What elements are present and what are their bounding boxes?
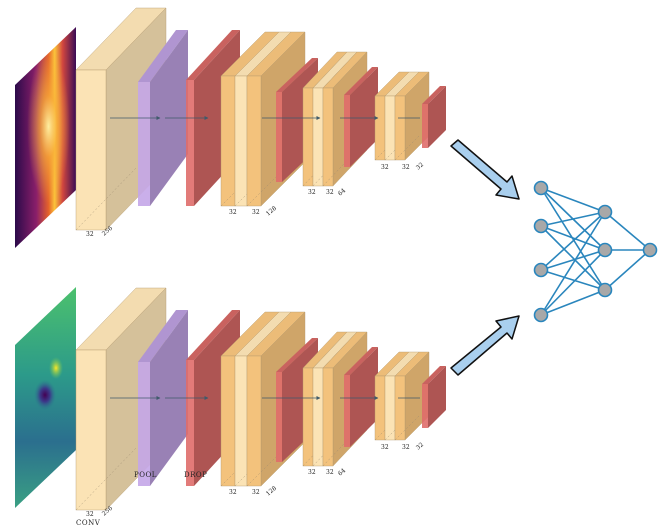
legend-pool-label: POOL [134, 471, 157, 479]
block1-dim-c: 128 [265, 485, 278, 498]
legend-conv-label: CONV [76, 519, 101, 527]
block1-dim-a: 32 [229, 489, 237, 496]
node-l0-1 [533, 218, 549, 234]
block2-dim-c: 64 [337, 187, 347, 197]
block3-dim-c: 32 [415, 441, 425, 451]
merge-arrow-top [450, 139, 520, 200]
block1-dim-b: 32 [252, 209, 260, 216]
block3-dim-a: 32 [381, 164, 389, 171]
node-l2-0 [642, 242, 658, 258]
edge-l1-0-0 [604, 211, 651, 251]
fully-connected-network [533, 180, 658, 323]
block3-dim-b: 32 [402, 444, 410, 451]
block2-dim-a: 32 [308, 189, 316, 196]
conv1-dim-depth: 32 [86, 231, 94, 238]
edge-l0-1-1 [540, 225, 606, 251]
input-image-top [15, 27, 76, 248]
block2-dim-b: 32 [326, 189, 334, 196]
edge-l0-3-2 [540, 289, 606, 316]
conv1-dim-depth: 32 [86, 511, 94, 518]
edge-l0-3-1 [540, 249, 606, 316]
edge-l0-0-2 [540, 187, 606, 291]
block1-dim-b: 32 [252, 489, 260, 496]
node-l0-2 [533, 262, 549, 278]
block2-drop [344, 67, 378, 167]
block3-drop [422, 86, 446, 148]
node-l0-3 [533, 307, 549, 323]
edge-l0-2-1 [540, 249, 606, 271]
block2-dim-c: 64 [337, 467, 347, 477]
block2-dim-b: 32 [326, 469, 334, 476]
block2-dim-a: 32 [308, 469, 316, 476]
edge-l0-0-0 [540, 187, 606, 213]
block3-drop [422, 366, 446, 428]
block1-dim-a: 32 [229, 209, 237, 216]
merge-arrow-bottom [450, 315, 520, 376]
edge-l0-1-0 [540, 211, 606, 227]
block1-dim-c: 128 [265, 205, 278, 218]
edge-l0-2-2 [540, 269, 606, 291]
block3-dim-a: 32 [381, 444, 389, 451]
legend-drop-label: DROP [184, 471, 207, 479]
edge-l0-2-0 [540, 211, 606, 271]
block3-dim-b: 32 [402, 164, 410, 171]
block2-drop [344, 347, 378, 447]
block3-dim-c: 32 [415, 161, 425, 171]
node-l1-2 [597, 282, 613, 298]
edge-l1-2-0 [604, 249, 651, 291]
node-l1-0 [597, 204, 613, 220]
node-l1-1 [597, 242, 613, 258]
edge-l0-3-0 [540, 211, 606, 316]
node-l0-0 [533, 180, 549, 196]
input-image-bottom [15, 287, 76, 508]
edge-l0-1-2 [540, 225, 606, 291]
